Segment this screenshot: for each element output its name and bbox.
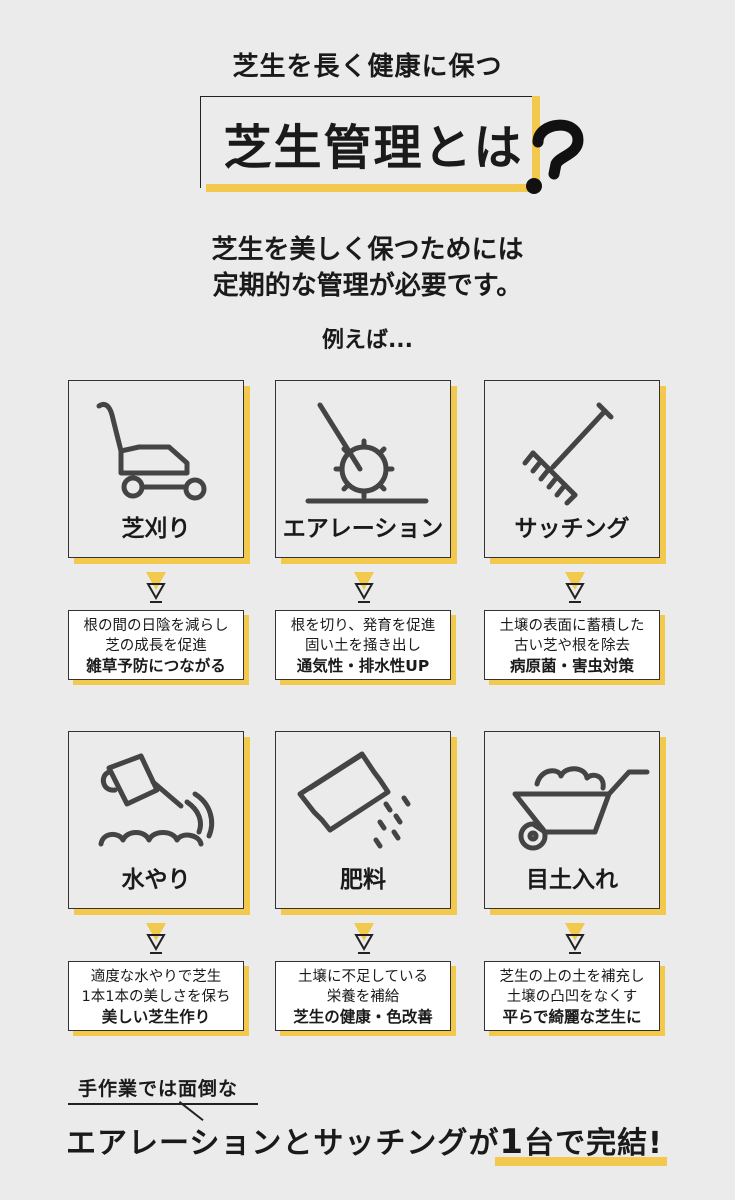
card-label-mowing: 芝刈り <box>121 516 191 542</box>
desc-line: 芝生の上の土を補充し <box>499 969 645 985</box>
desc-line: 土壌の表面に蓄積した <box>499 618 645 634</box>
speech-underline <box>68 1103 258 1105</box>
lawn-mower-icon <box>96 402 207 501</box>
rake-icon <box>522 402 614 506</box>
desc-line: 古い芝や根を除去 <box>514 638 630 654</box>
desc-line: 根の間の日陰を減らし <box>83 618 229 634</box>
desc-line: 根を切り、発育を促進 <box>290 618 436 634</box>
subtitle: 芝生を長く健康に保つ <box>232 52 503 82</box>
footer-small-text: 手作業では面倒な <box>78 1078 239 1100</box>
wheelbarrow-icon <box>512 766 650 851</box>
card-topdressing: 目土入れ <box>484 731 660 909</box>
desc-line: 土壌の凸凹をなくす <box>506 989 638 1005</box>
desc-line: 固い土を掻き出し <box>305 638 421 654</box>
desc-line-bold: 美しい芝生作り <box>101 1008 211 1026</box>
card-label-aeration: エアレーション <box>282 516 444 542</box>
desc-fertilizer: 土壌に不足している 栄養を補給 芝生の健康・色改善 <box>275 961 451 1031</box>
desc-line-bold: 芝生の健康・色改善 <box>293 1008 433 1026</box>
watering-can-icon <box>98 753 215 847</box>
footer-headline-pre: エアレーションとサッチングが <box>66 1126 500 1161</box>
down-arrow-icon <box>354 923 374 954</box>
intro-line-1: 芝生を美しく保つためには <box>211 235 524 265</box>
down-arrow-icon <box>565 923 585 954</box>
fertilizer-bag-icon <box>297 751 411 849</box>
desc-watering: 適度な水やりで芝生 1本1本の美しさを保ち 美しい芝生作り <box>68 961 244 1031</box>
down-arrow-icon <box>146 572 166 603</box>
card-label-fertilizer: 肥料 <box>340 867 386 893</box>
footer-headline-unit: 台で完結 <box>524 1126 649 1161</box>
title-accent-bottom <box>206 184 540 192</box>
desc-thatching: 土壌の表面に蓄積した 古い芝や根を除去 病原菌・害虫対策 <box>484 610 660 680</box>
card-thatching: サッチング <box>484 380 660 558</box>
intro-text: 芝生を美しく保つためには 定期的な管理が必要です。 <box>0 232 735 304</box>
desc-line: 芝の成長を促進 <box>105 638 207 654</box>
down-arrow-icon <box>354 572 374 603</box>
card-fertilizer: 肥料 <box>275 731 451 909</box>
footer-headline-excl: ! <box>648 1126 663 1161</box>
footer-headline: エアレーションとサッチングが1台で完結! <box>66 1118 668 1166</box>
title-box: 芝生管理とは <box>200 96 532 188</box>
card-label-watering: 水やり <box>121 867 191 893</box>
desc-aeration: 根を切り、発育を促進 固い土を掻き出し 通気性・排水性UP <box>275 610 451 680</box>
intro-line-2: 定期的な管理が必要です。 <box>212 271 523 301</box>
desc-topdressing: 芝生の上の土を補充し 土壌の凸凹をなくす 平らで綺麗な芝生に <box>484 961 660 1031</box>
desc-line-bold: 通気性・排水性UP <box>296 657 430 675</box>
footer-headline-number: 1 <box>499 1122 525 1162</box>
question-mark-icon <box>526 119 584 194</box>
desc-line-bold: 雑草予防につながる <box>86 657 226 675</box>
desc-line-bold: 病原菌・害虫対策 <box>509 657 634 675</box>
desc-line: 栄養を補給 <box>326 989 400 1005</box>
desc-line: 適度な水やりで芝生 <box>90 969 222 985</box>
card-label-thatching: サッチング <box>514 516 630 542</box>
card-watering: 水やり <box>68 731 244 909</box>
aeration-roller-icon <box>305 402 429 504</box>
down-arrow-icon <box>146 923 166 954</box>
down-arrow-icon <box>565 572 585 603</box>
card-mowing: 芝刈り <box>68 380 244 558</box>
page-title: 芝生管理とは <box>223 119 524 176</box>
desc-line-bold: 平らで綺麗な芝生に <box>502 1008 642 1026</box>
desc-line: 土壌に不足している <box>297 969 429 985</box>
footer-headline-highlight: 1台で完結! <box>495 1118 668 1166</box>
desc-line: 1本1本の美しさを保ち <box>81 989 231 1005</box>
card-aeration: エアレーション <box>275 380 451 558</box>
example-label: 例えば... <box>321 328 414 353</box>
card-label-topdressing: 目土入れ <box>526 867 618 893</box>
desc-mowing: 根の間の日陰を減らし 芝の成長を促進 雑草予防につながる <box>68 610 244 680</box>
